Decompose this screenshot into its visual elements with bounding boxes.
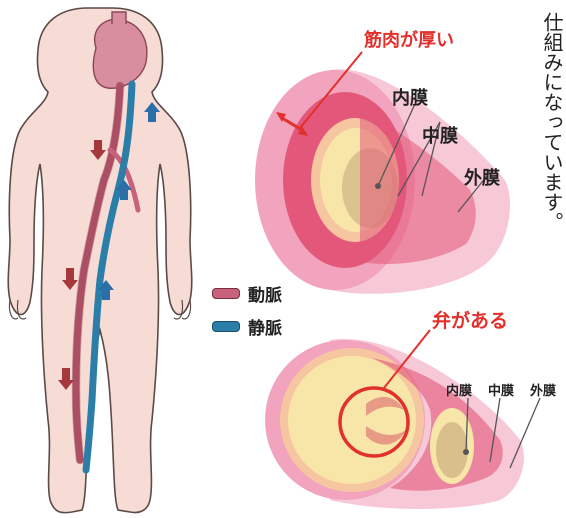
artery-middle-label: 中膜 [422,122,458,148]
artery-inner-label: 内膜 [392,84,428,110]
vein-section [265,330,540,509]
legend-artery-label: 動脈 [248,281,282,306]
artery-outer-label: 外膜 [464,164,500,190]
vein-inner-label: 内膜 [446,380,472,399]
heart-vessels-top [112,12,126,24]
vein-outer-label: 外膜 [530,380,556,399]
vein-outer-pointer [510,398,540,468]
legend-vein-swatch [212,321,240,332]
thick-muscle-label: 筋肉が厚い [364,26,454,52]
vein-inner-dot [463,449,469,455]
legend-vein: 静脈 [212,314,282,339]
vein-lumen-shadow [436,422,468,478]
inner-dot [375,183,381,189]
vein-lumen [288,356,416,484]
valve-label: 弁がある [432,306,508,333]
legend-vein-label: 静脈 [248,314,282,339]
legend-artery-swatch [212,288,240,299]
side-text: 仕組みになっています。 [519,12,563,232]
legend-artery: 動脈 [212,281,282,306]
vein-middle-label: 中膜 [488,380,514,399]
